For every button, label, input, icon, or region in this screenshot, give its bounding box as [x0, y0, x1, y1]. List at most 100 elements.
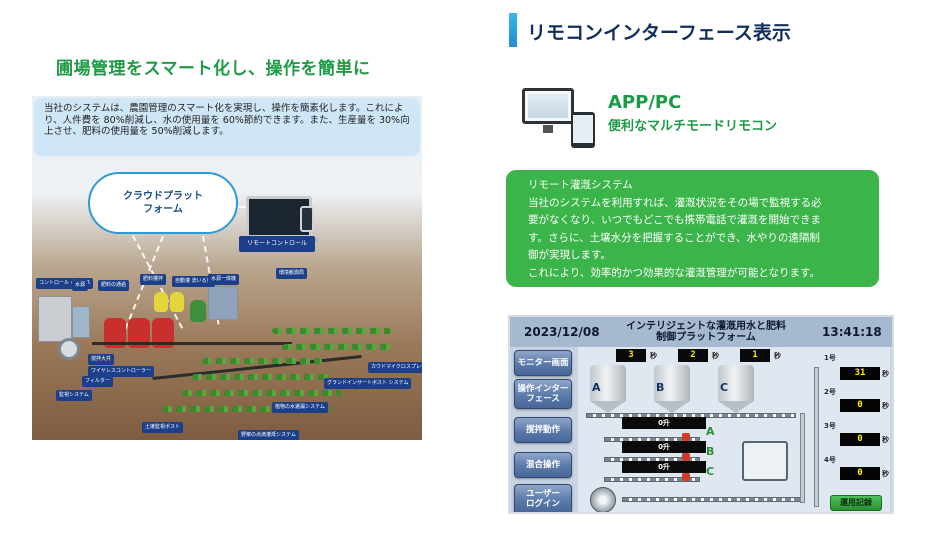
remote-control-label: リモートコントロール — [239, 236, 315, 252]
description-line: 当社のシステムを利用すれば、灌漑状況をその場で監視する必 — [528, 196, 822, 209]
crop-row — [202, 358, 322, 364]
tag-plant-irrigation: 植物の水遣漏システム — [272, 402, 328, 413]
title-accent-bar — [509, 13, 517, 47]
zone-label: 3号 — [824, 422, 836, 430]
nav-mix-operation[interactable]: 混合操作 — [514, 452, 572, 478]
mixing-vessel-b — [654, 365, 690, 401]
app-title: APP/PC — [608, 92, 682, 113]
tag-vegetable-drip: 野菜の点滴灌漑システム — [238, 430, 299, 440]
description-line: す。さらに、土壌水分を把握することができ、水やりの遠隔制 — [528, 231, 820, 244]
fertilizer-tank-red — [152, 318, 174, 348]
timer-display: 2 — [678, 349, 708, 362]
riser-pipe — [800, 413, 805, 503]
water-source-unit — [72, 306, 90, 338]
description-line: 御が実現します。 — [528, 249, 611, 261]
zone-unit: 秒 — [882, 436, 889, 444]
tablet-icon — [571, 112, 595, 148]
flow-label-c: C — [706, 465, 715, 478]
timer-unit: 秒 — [774, 352, 781, 360]
vessel-cone — [590, 401, 626, 413]
valve-icon[interactable] — [682, 473, 690, 481]
feed-pipe-c — [604, 477, 700, 482]
description-line: リモート灌漑システム — [528, 179, 633, 191]
hmi-panel: 2023/12/08 インテリジェントな灌漑用水と肥料 制御プラットフォーム 1… — [508, 315, 894, 514]
tank-level-b: 0升 — [622, 441, 706, 453]
hmi-date: 2023/12/08 — [524, 325, 600, 339]
nav-operation-interface[interactable]: 操作インター フェース — [514, 379, 572, 409]
tag-fertilizer-mix: 肥料攪拌 — [140, 274, 167, 285]
vessel-cone — [654, 401, 690, 413]
zone-label: 1号 — [824, 354, 836, 362]
pump-fan-icon — [590, 487, 616, 512]
left-title: 圃場管理をスマート化し、操作を簡単に — [56, 59, 371, 79]
main-riser-pipe — [814, 367, 819, 507]
crop-row — [272, 328, 392, 334]
nav-monitor-screen[interactable]: モニター画面 — [514, 350, 572, 376]
app-subtitle: 便利なマルチモードリモコン — [608, 119, 778, 134]
zone-label: 2号 — [824, 388, 836, 396]
tag-ground-insert: グランドインサートボスト システム — [324, 378, 412, 389]
zone-unit: 秒 — [882, 402, 889, 410]
zone-timer: 0 — [840, 467, 880, 480]
flow-label-b: B — [706, 445, 715, 458]
main-pipe — [92, 342, 292, 345]
tag-filter: フィルター — [82, 376, 113, 387]
tag-wireless-controller: ワイヤレスコントローラー — [88, 366, 154, 377]
fertilizer-tank-red — [104, 318, 126, 348]
mixing-tank-yellow — [154, 292, 168, 312]
flow-label-a: A — [706, 425, 715, 438]
vessel-label: C — [720, 381, 729, 394]
control-box — [38, 296, 72, 342]
cloud-label: クラウドプラット フォーム — [123, 191, 203, 215]
zone-unit: 秒 — [882, 470, 889, 478]
hmi-header: 2023/12/08 インテリジェントな灌漑用水と肥料 制御プラットフォーム 1… — [510, 317, 892, 347]
timer-display: 3 — [616, 349, 646, 362]
timer-unit: 秒 — [650, 352, 657, 360]
crop-row — [282, 344, 392, 350]
zone-timer: 0 — [840, 399, 880, 412]
zone-timer: 31 — [840, 367, 880, 380]
tag-control-box: コントロール ボックス — [36, 278, 94, 289]
operation-log-button[interactable]: 運用記録 — [830, 495, 882, 511]
filter-unit-green — [190, 300, 206, 322]
valve-icon[interactable] — [682, 433, 690, 441]
hmi-title: インテリジェントな灌漑用水と肥料 制御プラットフォーム — [626, 321, 786, 343]
mixing-tank-yellow — [170, 292, 184, 312]
right-title: リモコンインターフェース表示 — [527, 22, 791, 44]
integrated-unit — [208, 286, 238, 320]
farm-system-diagram: 当社のシステムは、農園管理のスマート化を実現し、操作を簡素化します。これにより、… — [32, 96, 422, 440]
timer-display: 1 — [740, 349, 770, 362]
description-line: これにより、効率的かつ効果的な灌漑管理が可能となります。 — [528, 266, 821, 279]
hmi-time: 13:41:18 — [822, 325, 882, 339]
valve-icon[interactable] — [682, 453, 690, 461]
vessel-cone — [718, 401, 754, 413]
nav-user-login[interactable]: ユーザー ログイン — [514, 484, 572, 512]
wireless-link — [237, 206, 247, 212]
tag-auto-flow: 自動灌 流いる量 — [172, 276, 215, 287]
output-pipe — [622, 497, 802, 502]
vessel-label: A — [592, 381, 601, 394]
cloud-platform: クラウドプラット フォーム — [88, 172, 238, 234]
tag-stir-tank: 撹拌大井 — [88, 354, 115, 365]
zone-timer: 0 — [840, 433, 880, 446]
tag-water-source: 水源 — [72, 280, 89, 291]
timer-unit: 秒 — [712, 352, 719, 360]
tank-level-c: 0升 — [622, 461, 706, 473]
camera-icon — [58, 338, 80, 360]
tag-weather-station: 環境観測局 — [276, 268, 308, 279]
crop-row — [182, 390, 342, 396]
nav-stir-operation[interactable]: 撹拌動作 — [514, 417, 572, 443]
tag-fertilizer-pass: 肥料の通過 — [98, 280, 130, 291]
crop-row — [162, 406, 332, 412]
phone-icon — [300, 206, 314, 232]
tag-monitoring-system: 監視システム — [56, 390, 92, 401]
zone-unit: 秒 — [882, 370, 889, 378]
monitor-icon — [522, 88, 574, 133]
tag-soil-monitor: 土壌監視ポスト — [142, 422, 184, 433]
crop-row — [192, 374, 332, 380]
intro-text: 当社のシステムは、農園管理のスマート化を実現し、操作を簡素化します。これにより、… — [34, 98, 420, 156]
mixing-vessel-a — [590, 365, 626, 401]
description-line: 要がなくなり、いつでもどこでも携帯電話で灌漑を開始できま — [528, 214, 822, 226]
hmi-process-view: 3 秒 2 秒 1 秒 A B C 0升 0升 0升 A B C — [578, 347, 890, 512]
tag-micro-spray: カウドマイクロスプレー — [368, 362, 422, 373]
